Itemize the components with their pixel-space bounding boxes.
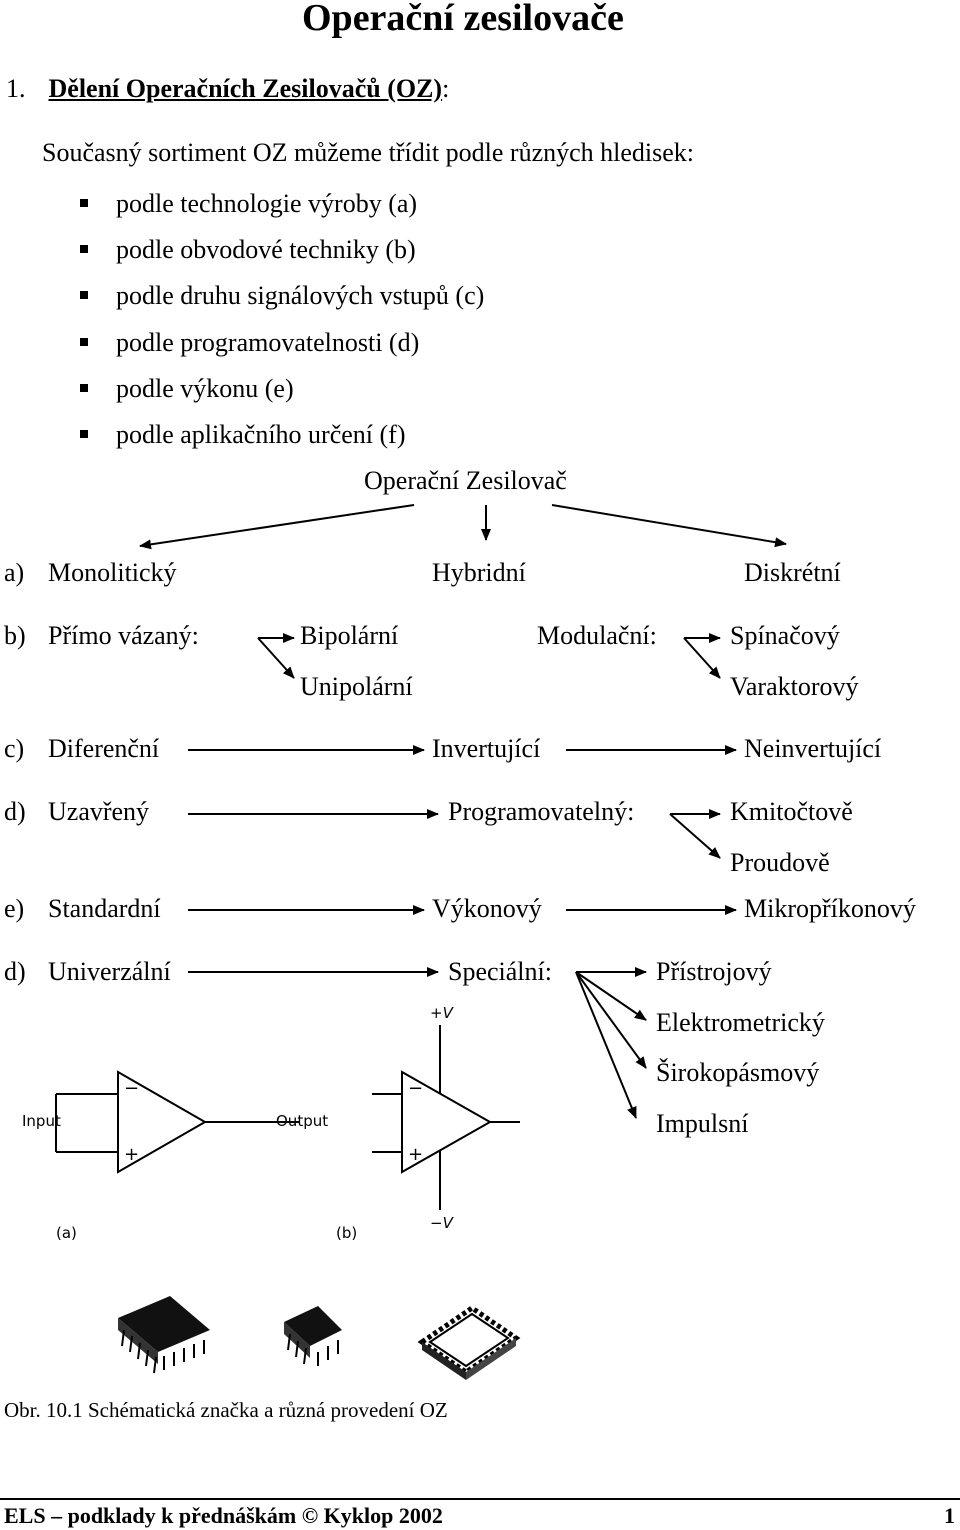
subfigure-a-label: (a) — [56, 1224, 77, 1242]
arrow-f-elektrometricky — [575, 971, 647, 1021]
row-b-left-child: Bipolární — [300, 621, 399, 650]
arrow-root-monoliticky — [139, 504, 415, 550]
row-c-label: c) — [4, 734, 25, 763]
row-a-item: Hybridní — [432, 558, 526, 587]
bullet-square-icon — [80, 384, 88, 393]
opamp-symbol-b — [372, 1025, 520, 1210]
footer-rule — [0, 1498, 960, 1500]
row-b-right-child: Varaktorový — [730, 672, 859, 701]
bullet-square-icon — [80, 430, 88, 439]
opamp-symbol-a — [55, 1070, 300, 1174]
row-e-item: Mikropříkonový — [744, 894, 916, 923]
arrow-f-sirokopasmovy — [575, 971, 647, 1069]
row-d-item: Programovatelný: — [448, 797, 635, 826]
input-label: Input — [22, 1112, 61, 1130]
arrow-d-proudove — [669, 813, 721, 859]
opamp-a-minus: − — [124, 1078, 140, 1099]
section-title: Dělení Operačních Zesilovačů (OZ) — [48, 74, 443, 103]
arrow-b-varaktorovy — [683, 637, 721, 679]
row-d-item: Uzavřený — [48, 797, 150, 826]
bullet-item: podle programovatelnosti (d) — [80, 328, 419, 358]
row-e-item: Výkonový — [432, 894, 542, 923]
row-e-label: e) — [4, 894, 25, 923]
row-f-item: Speciální: — [448, 957, 552, 986]
section-number: 1. — [6, 74, 26, 103]
row-f-child: Širokopásmový — [656, 1058, 820, 1087]
bullet-square-icon — [80, 291, 88, 300]
row-f-label: d) — [4, 957, 26, 986]
row-c-item: Invertující — [432, 734, 541, 763]
bullet-item: podle výkonu (e) — [80, 374, 294, 404]
row-d-child: Kmitočtově — [730, 797, 853, 826]
row-a-item: Monolitický — [48, 558, 177, 587]
page-title: Operační zesilovače — [302, 0, 624, 39]
arrow-b-unipolarni — [257, 637, 295, 679]
intro-text: Současný sortiment OZ můžeme třídit podl… — [42, 138, 695, 167]
bullet-item: podle aplikačního určení (f) — [80, 420, 406, 450]
bullet-item: podle druhu signálových vstupů (c) — [80, 281, 484, 311]
section-heading: 1. Dělení Operačních Zesilovačů (OZ): — [6, 74, 449, 104]
figure-caption: Obr. 10.1 Schématická značka a různá pro… — [4, 1398, 448, 1422]
minus-v-label: −V — [430, 1214, 453, 1232]
plcc-package-icon — [417, 1304, 521, 1380]
row-f-child: Elektrometrický — [656, 1008, 825, 1037]
row-f-item: Univerzální — [48, 957, 171, 986]
row-f-child: Přístrojový — [656, 957, 772, 986]
bullet-item: podle obvodové techniky (b) — [80, 235, 416, 265]
row-b-left: Přímo vázaný: — [48, 621, 199, 650]
plus-v-label: +V — [430, 1004, 453, 1022]
bullet-square-icon — [80, 245, 88, 254]
row-a-label: a) — [4, 558, 25, 587]
row-a-item: Diskrétní — [744, 558, 841, 587]
tree-root: Operační Zesilovač — [364, 466, 567, 495]
footer-text: ELS – podklady k přednáškám © Kyklop 200… — [4, 1503, 443, 1528]
section-colon: : — [442, 74, 450, 103]
subfigure-b-label: (b) — [336, 1224, 358, 1242]
opamp-a-plus: + — [124, 1144, 140, 1165]
page-number: 1 — [944, 1503, 955, 1528]
arrow-f-impulsni — [575, 971, 637, 1119]
row-d-label: d) — [4, 797, 26, 826]
opamp-b-plus: + — [408, 1144, 424, 1165]
row-c-item: Neinvertující — [744, 734, 882, 763]
row-b-label: b) — [4, 621, 26, 650]
row-b-right-child: Spínačový — [730, 621, 840, 650]
row-d-child: Proudově — [730, 848, 830, 877]
dip8-package-icon — [284, 1306, 342, 1366]
row-e-item: Standardní — [48, 894, 161, 923]
bullet-square-icon — [80, 199, 88, 208]
opamp-b-minus: − — [408, 1078, 424, 1099]
row-b-right: Modulační: — [537, 621, 657, 650]
row-c-item: Diferenční — [48, 734, 160, 763]
output-label: Output — [276, 1112, 329, 1130]
bullet-item: podle technologie výroby (a) — [80, 189, 417, 219]
row-f-child: Impulsní — [656, 1109, 749, 1138]
dip14-package-icon — [118, 1296, 210, 1374]
row-b-left-child: Unipolární — [300, 672, 413, 701]
arrow-root-diskretni — [551, 504, 787, 548]
bullet-square-icon — [80, 338, 88, 347]
